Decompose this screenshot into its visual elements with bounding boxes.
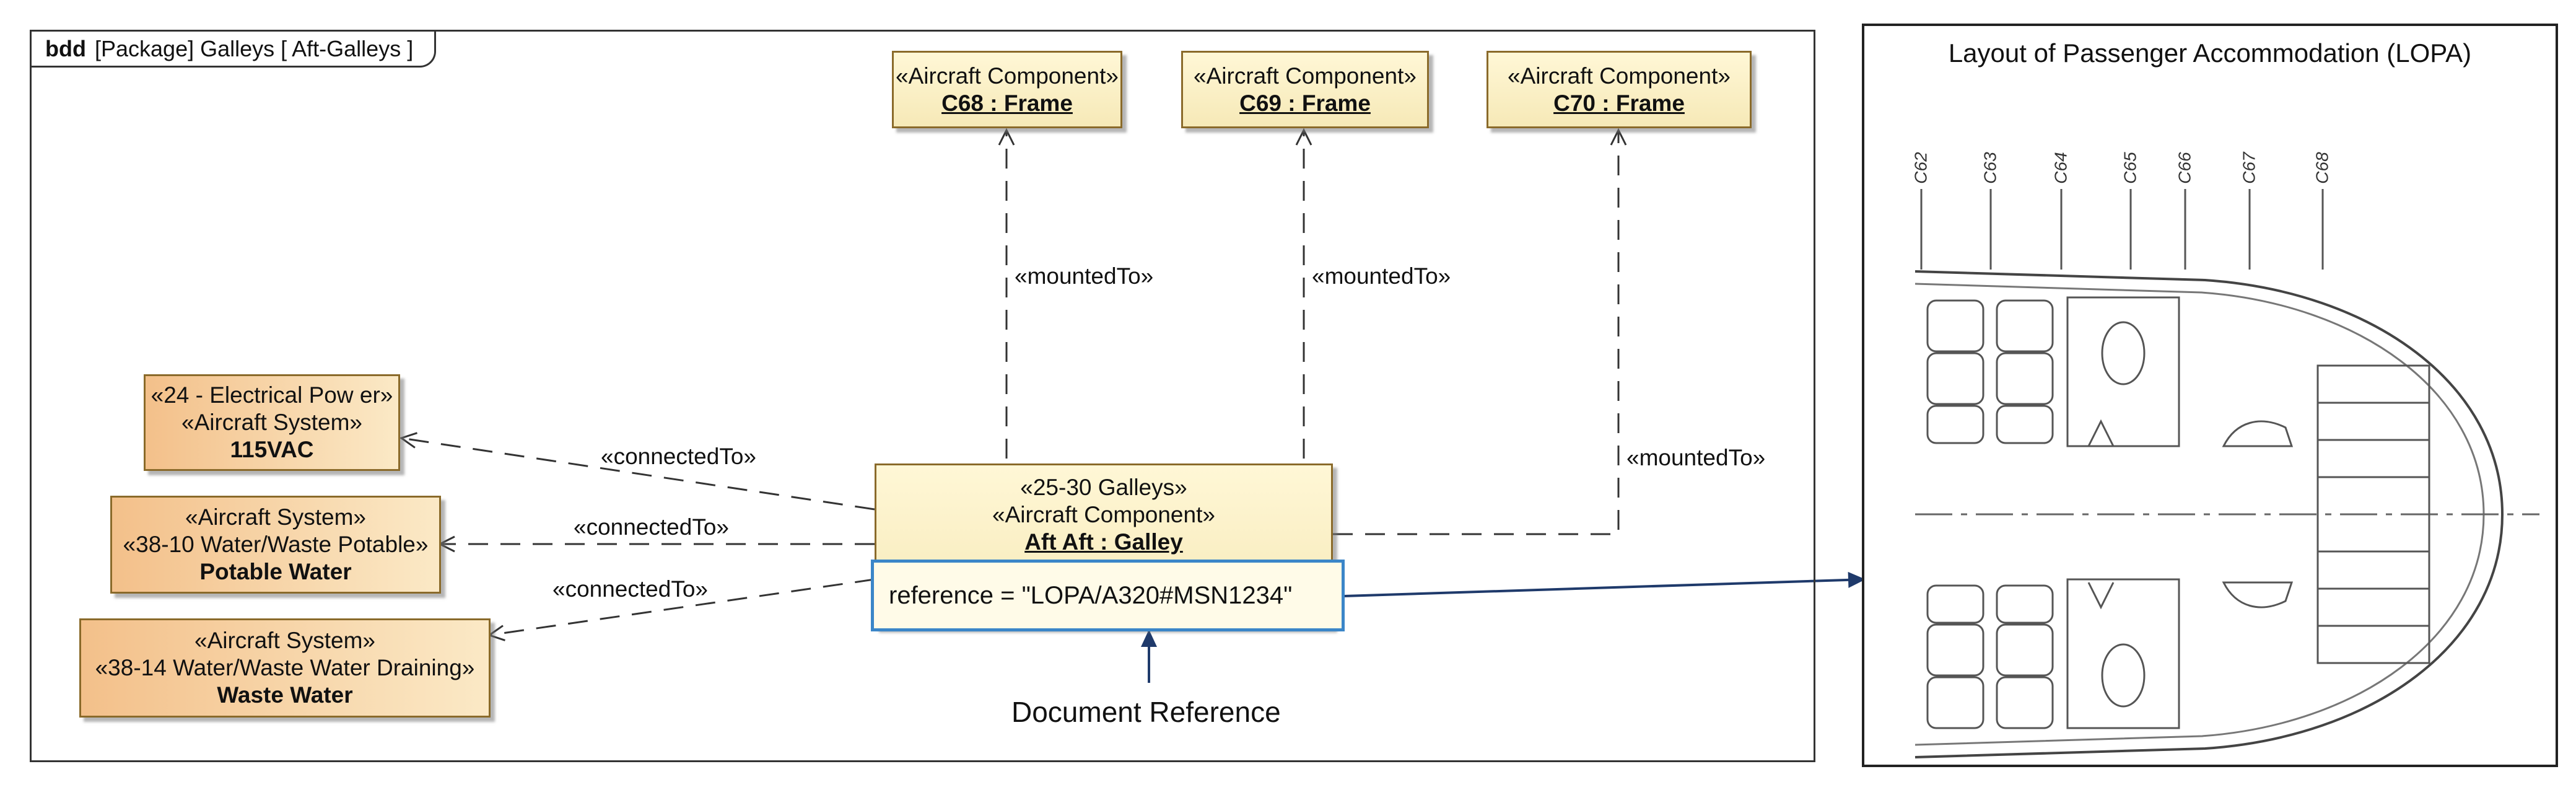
aft-galley-unit: [2316, 364, 2430, 664]
system-block-name: Potable Water: [199, 559, 352, 584]
frame-block-name: C70 : Frame: [1553, 90, 1685, 116]
frame-block-stereotype: «Aircraft Component»: [1508, 63, 1731, 89]
galley-block-stereotype: «25-30 Galleys»: [1020, 475, 1187, 500]
lopa-panel: Layout of Passenger Accommodation (LOPA): [1862, 24, 2558, 767]
frame-title: [Package] Galleys [ Aft-Galleys ]: [94, 35, 414, 61]
upper-seats: [1926, 299, 2054, 444]
connected-to-label-waste-water: «connectedTo»: [552, 576, 708, 602]
system-block-stereotype: «38-14 Water/Waste Water Draining»: [95, 655, 475, 680]
frame-block-name: C69 : Frame: [1239, 90, 1371, 116]
system-block-stereotype: «Aircraft System»: [194, 628, 375, 653]
connected-to-waste-water-line[interactable]: [487, 578, 875, 641]
lower-seats: [1926, 584, 2054, 729]
galley-block-name: Aft Aft : Galley: [1024, 529, 1183, 555]
mounted-to-c70-line[interactable]: [1333, 128, 1627, 535]
frame-block-stereotype: «Aircraft Component»: [896, 63, 1119, 89]
system-block-name: Waste Water: [217, 682, 353, 708]
bdd-frame: bdd [Package] Galleys [ Aft-Galleys ]: [30, 30, 1815, 762]
system-block-stereotype: «24 - Electrical Pow er»: [151, 382, 393, 408]
mounted-to-label-c68: «mountedTo»: [1015, 263, 1154, 289]
mounted-to-label-c69: «mountedTo»: [1312, 263, 1451, 289]
system-block-stereotype: «Aircraft System»: [181, 410, 362, 435]
lopa-link-arrow: [1343, 571, 1866, 597]
system-block-stereotype: «38-10 Water/Waste Potable»: [123, 532, 429, 557]
frame-label-c63: C63: [1980, 152, 2000, 184]
frame-label-c67: C67: [2239, 152, 2259, 184]
lopa-title: Layout of Passenger Accommodation (LOPA): [1948, 38, 2472, 68]
mounted-to-label-c70: «mountedTo»: [1626, 445, 1766, 470]
lavatory-upper: [2066, 296, 2180, 447]
connected-to-label-potable-water: «connectedTo»: [574, 514, 729, 540]
frame-block-c69[interactable]: «Aircraft Component» C69 : Frame: [1181, 51, 1429, 128]
frame-label-c66: C66: [2175, 152, 2194, 184]
frame-block-c70[interactable]: «Aircraft Component» C70 : Frame: [1487, 51, 1752, 128]
document-reference-label: Document Reference: [1011, 696, 1281, 728]
frame-block-c68[interactable]: «Aircraft Component» C68 : Frame: [892, 51, 1122, 128]
system-block-potable-water[interactable]: «Aircraft System» «38-10 Water/Waste Pot…: [110, 496, 441, 594]
reference-property-value: reference = "LOPA/A320#MSN1234": [889, 581, 1293, 609]
frame-block-name: C68 : Frame: [941, 90, 1073, 116]
system-block-stereotype: «Aircraft System»: [185, 504, 366, 530]
system-block-name: 115VAC: [230, 437, 314, 462]
connected-to-label-115vac: «connectedTo»: [601, 444, 756, 469]
lavatory-lower: [2066, 578, 2180, 729]
connected-to-115vac-line[interactable]: [399, 432, 875, 511]
frame-label-c62: C62: [1911, 152, 1931, 184]
frame-label-c68: C68: [2312, 152, 2332, 184]
system-block-waste-water[interactable]: «Aircraft System» «38-14 Water/Waste Wat…: [79, 618, 491, 718]
frame-header: bdd [Package] Galleys [ Aft-Galleys ]: [32, 32, 437, 68]
frame-label-c65: C65: [2120, 152, 2140, 184]
aft-stowage: [2222, 420, 2294, 608]
galley-block-stereotype: «Aircraft Component»: [992, 502, 1215, 527]
frame-kind: bdd: [45, 35, 86, 61]
reference-property[interactable]: reference = "LOPA/A320#MSN1234": [871, 560, 1345, 631]
frame-block-stereotype: «Aircraft Component»: [1194, 63, 1417, 89]
system-block-115vac[interactable]: «24 - Electrical Pow er» «Aircraft Syste…: [144, 374, 400, 471]
frame-label-c64: C64: [2051, 152, 2071, 184]
